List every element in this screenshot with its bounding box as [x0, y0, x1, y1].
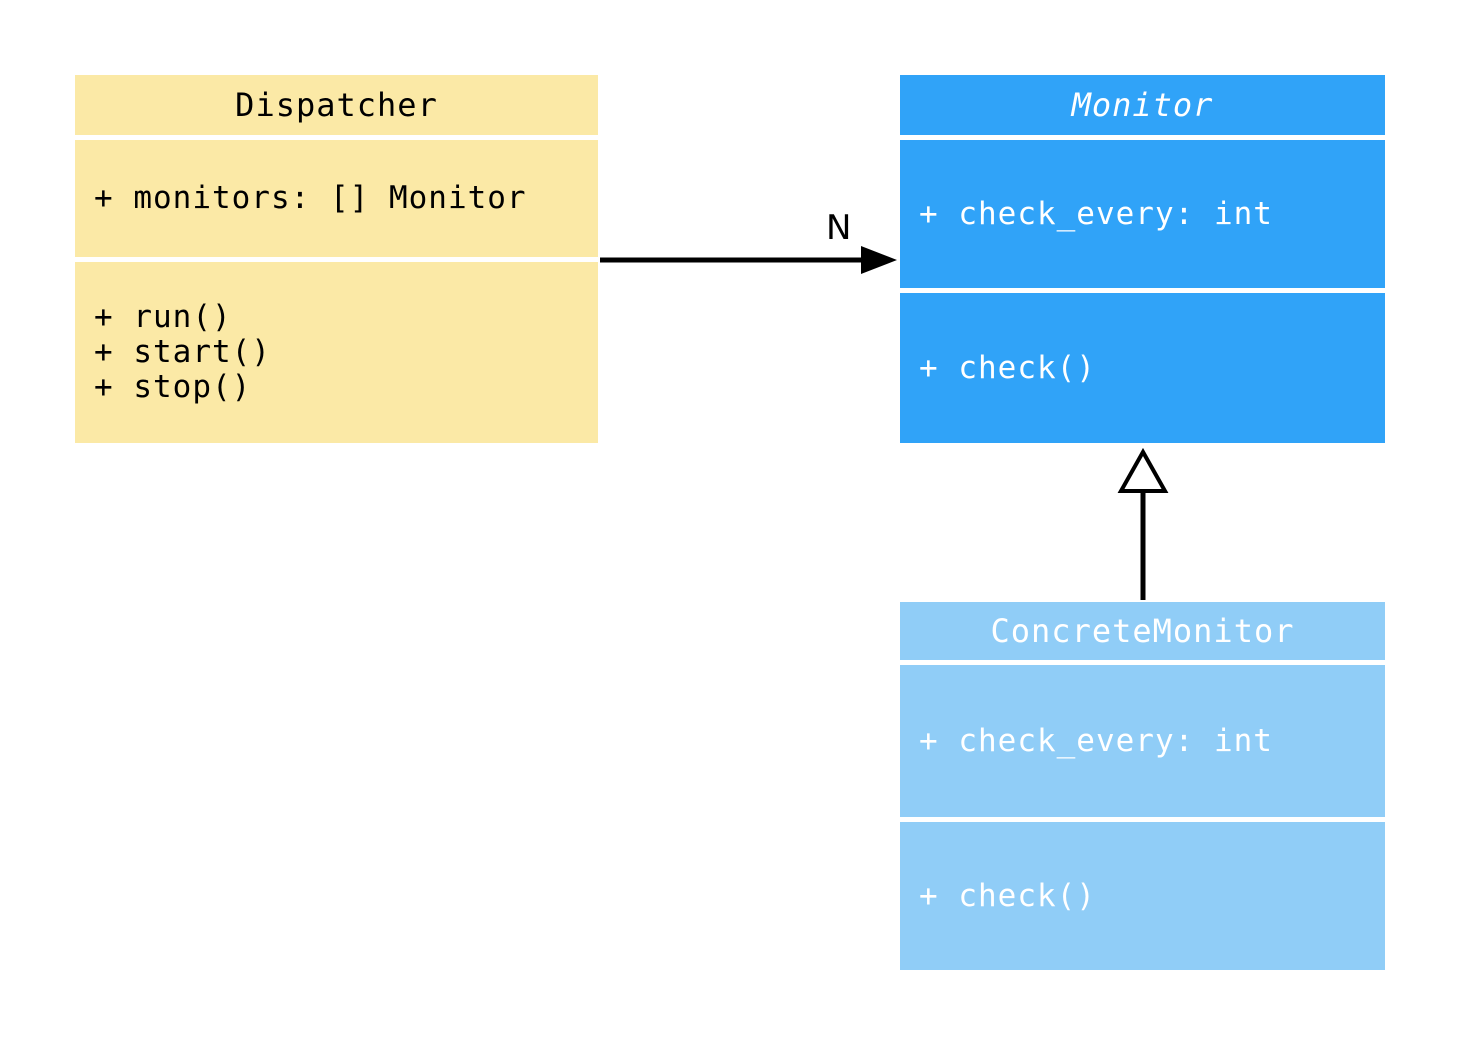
association-multiplicity-label: N — [826, 208, 852, 248]
attribute-row: + check_every: int — [919, 195, 1273, 232]
inheritance-triangle-icon — [1117, 447, 1169, 493]
method-row: + check() — [919, 877, 1096, 914]
method-row: + start() — [94, 334, 271, 370]
attribute-row: + check_every: int — [919, 722, 1273, 759]
class-concretemonitor: ConcreteMonitor + check_every: int + che… — [900, 602, 1385, 970]
method-row: + check() — [919, 349, 1096, 386]
methods-compartment: + check() — [900, 822, 1385, 970]
class-title: ConcreteMonitor — [900, 602, 1385, 660]
class-name-label: Monitor — [1071, 86, 1214, 124]
attributes-compartment: + check_every: int — [900, 140, 1385, 288]
method-row: + run() — [94, 299, 232, 335]
class-title: Monitor — [900, 75, 1385, 135]
attributes-compartment: + monitors: [] Monitor — [75, 140, 598, 257]
class-title: Dispatcher — [75, 75, 598, 135]
methods-compartment: + run() + start() + stop() — [75, 262, 598, 443]
methods-compartment: + check() — [900, 293, 1385, 443]
method-row: + stop() — [94, 369, 252, 405]
attributes-compartment: + check_every: int — [900, 665, 1385, 817]
class-name-label: Dispatcher — [235, 86, 438, 124]
class-name-label: ConcreteMonitor — [990, 612, 1295, 650]
attribute-row: + monitors: [] Monitor — [94, 180, 527, 216]
class-dispatcher: Dispatcher + monitors: [] Monitor + run(… — [75, 75, 598, 443]
class-monitor: Monitor + check_every: int + check() — [900, 75, 1385, 443]
association-arrowhead-icon — [861, 246, 897, 274]
